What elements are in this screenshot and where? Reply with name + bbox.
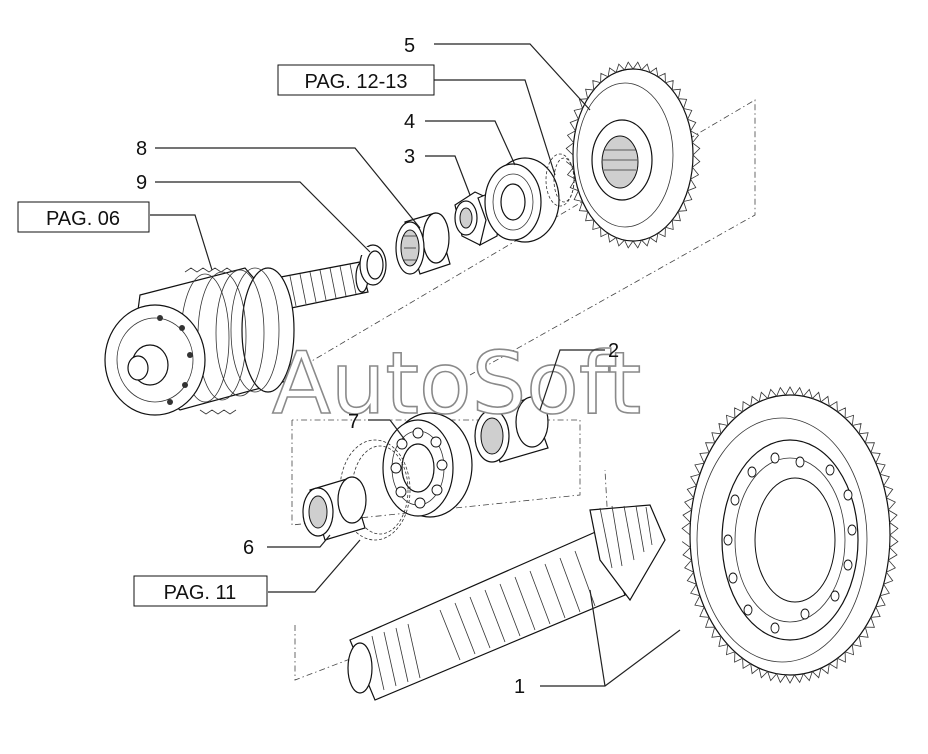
bushing-part-8 [395,212,451,275]
page-ref-pag-06-label: PAG. 06 [46,208,120,230]
callout-9[interactable]: 9 [136,172,147,194]
bearing-part-4 [484,157,560,243]
middle-assembly-outline [291,419,581,526]
page-ref-pag-06[interactable]: PAG. 06 [17,201,150,233]
page-ref-pag-12-13[interactable]: PAG. 12-13 [277,64,435,96]
gear-teeth [565,61,701,249]
sleeve-part-2 [474,396,549,463]
callout-3[interactable]: 3 [404,146,415,168]
page-ref-pag-11[interactable]: PAG. 11 [133,575,268,607]
callout-2[interactable]: 2 [608,340,619,362]
watermark: AutoSoft [272,334,641,434]
spur-gear-part-5 [565,61,701,249]
callout-4[interactable]: 4 [404,111,415,133]
gear-teeth [681,386,899,684]
callout-6[interactable]: 6 [243,537,254,559]
callout-5[interactable]: 5 [404,35,415,57]
snap-ring-part-9 [359,244,387,286]
spacer-ring [339,439,411,541]
page-ref-pag-11-label: PAG. 11 [164,582,237,604]
page-ref-pag-12-13-label: PAG. 12-13 [304,71,407,93]
shim-ring [545,153,575,207]
leader-lines [150,43,681,687]
callout-1[interactable]: 1 [514,676,525,698]
bushing-part-6 [302,476,367,541]
roller-bearing-part-7 [382,412,473,518]
callout-8[interactable]: 8 [136,138,147,160]
pinion-shaft-part-1 [347,504,666,701]
ring-gear [681,386,899,684]
callout-7[interactable]: 7 [348,411,359,433]
